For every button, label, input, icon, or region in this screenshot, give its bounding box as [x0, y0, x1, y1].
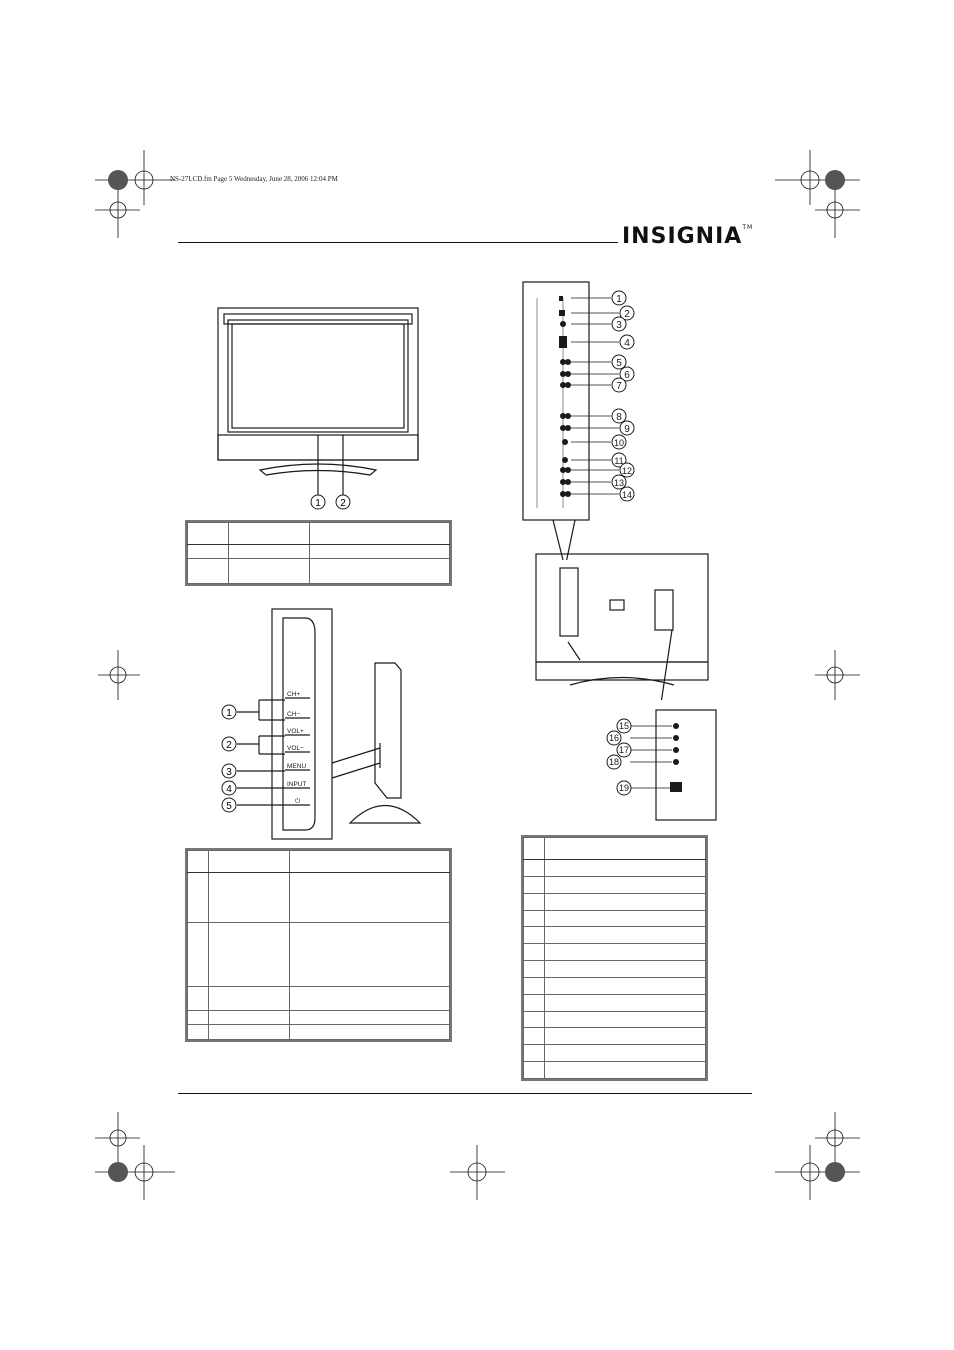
back-callout-1: 1 [611, 290, 627, 306]
side-callout-5-label: 5 [226, 801, 232, 812]
back-callout-6: 6 [619, 366, 635, 382]
back-callout-8: 8 [611, 408, 627, 424]
side-callout-3: 3 [221, 763, 237, 779]
brand-name: INSIGNIA [622, 224, 743, 249]
side-button-ch-up: CH+ [287, 691, 300, 698]
back-callout-2: 2 [619, 305, 635, 321]
back-callout-19-label: 19 [619, 783, 629, 793]
side-panel-illustration: CH+ CH− VOL+ VOL− MENU INPUT ⏻ 1 2 3 4 5 [221, 608, 422, 840]
back-callout-14-label: 14 [622, 490, 632, 500]
insignia-logo: INSIGNIATM [622, 224, 753, 249]
back-panel-lower-illustration: 15 16 17 18 19 [606, 709, 717, 821]
side-callout-4: 4 [221, 780, 237, 796]
file-info-line: NS-27LCD.fm Page 5 Wednesday, June 28, 2… [170, 175, 338, 183]
side-callout-5: 5 [221, 797, 237, 813]
side-button-power-icon: ⏻ [295, 798, 300, 805]
back-callout-7-label: 7 [616, 381, 622, 392]
back-panel-upper-illustration: 1 2 3 4 5 6 7 8 9 10 11 12 13 14 [522, 281, 635, 560]
footer-rule [178, 1093, 752, 1094]
side-button-vol-up: VOL+ [287, 728, 304, 735]
side-callout-3-label: 3 [226, 767, 232, 778]
side-button-ch-down: CH− [287, 711, 300, 718]
back-callout-12-label: 12 [622, 466, 632, 476]
back-callout-13: 13 [611, 474, 627, 490]
back-callout-15-label: 15 [619, 721, 629, 731]
side-callout-1-label: 1 [226, 708, 232, 719]
back-callout-17: 17 [616, 742, 632, 758]
back-callout-9: 9 [619, 420, 635, 436]
tv-back-illustration [535, 553, 709, 700]
back-callout-8-label: 8 [616, 412, 622, 423]
back-callout-11: 11 [611, 452, 627, 468]
side-button-vol-down: VOL− [287, 745, 304, 752]
back-jacks-table [521, 835, 708, 1081]
side-callout-4-label: 4 [226, 784, 232, 795]
back-callout-12: 12 [619, 462, 635, 478]
front-callout-1-label: 1 [315, 498, 321, 509]
back-callout-6-label: 6 [624, 370, 630, 381]
front-parts-table [185, 520, 452, 586]
back-callout-4-label: 4 [624, 338, 630, 349]
side-button-menu: MENU [287, 763, 306, 770]
side-callout-2: 2 [221, 736, 237, 752]
side-callout-2-label: 2 [226, 740, 232, 751]
back-callout-9-label: 9 [624, 424, 630, 435]
back-callout-13-label: 13 [614, 478, 624, 488]
header-rule [178, 242, 618, 243]
front-callout-1: 1 [310, 494, 326, 510]
back-callout-3-label: 3 [616, 320, 622, 331]
front-callout-2: 2 [335, 494, 351, 510]
back-callout-7: 7 [611, 377, 627, 393]
side-buttons-table [185, 848, 452, 1042]
back-callout-17-label: 17 [619, 745, 629, 755]
side-callout-1: 1 [221, 704, 237, 720]
back-callout-18-label: 18 [609, 757, 619, 767]
back-callout-16: 16 [606, 730, 622, 746]
back-callout-14: 14 [619, 486, 635, 502]
back-callout-3: 3 [611, 316, 627, 332]
front-callout-2-label: 2 [340, 498, 346, 509]
back-callout-1-label: 1 [616, 294, 622, 305]
back-callout-5-label: 5 [616, 358, 622, 369]
side-button-input: INPUT [287, 781, 307, 788]
back-callout-16-label: 16 [609, 733, 619, 743]
back-callout-2-label: 2 [624, 309, 630, 320]
back-callout-11-label: 11 [614, 456, 623, 466]
back-callout-10-label: 10 [614, 438, 624, 448]
back-callout-10: 10 [611, 434, 627, 450]
back-callout-4: 4 [619, 334, 635, 350]
tv-front-illustration: 1 2 [217, 307, 419, 510]
trademark-mark: TM [742, 224, 754, 231]
back-callout-18: 18 [606, 754, 622, 770]
back-callout-5: 5 [611, 354, 627, 370]
back-callout-19: 19 [616, 780, 632, 796]
back-callout-15: 15 [616, 718, 632, 734]
